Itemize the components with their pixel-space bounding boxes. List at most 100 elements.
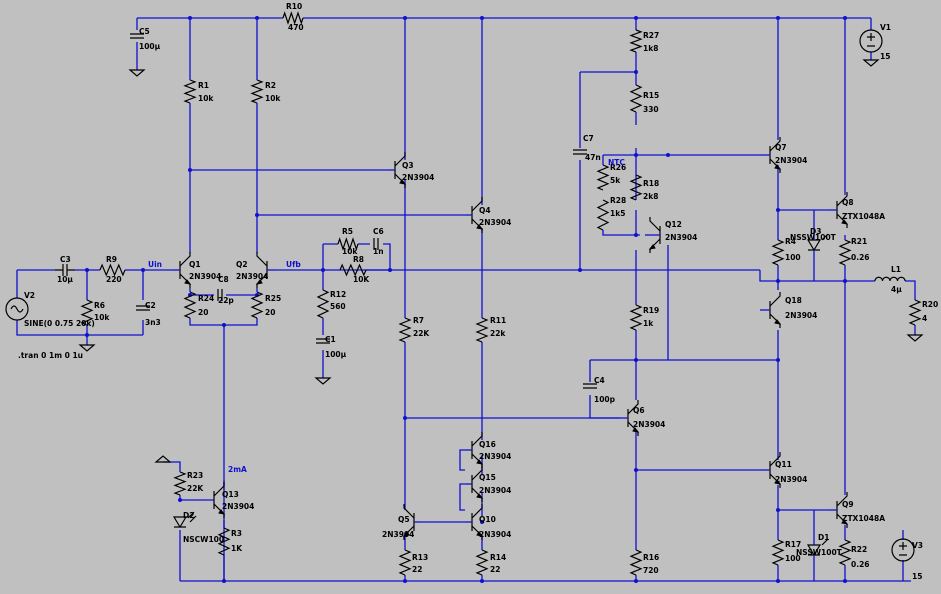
label-l1-value: 4µ	[891, 285, 902, 294]
transistor-q9	[830, 492, 849, 528]
label-r25-value: 20	[265, 308, 275, 317]
label-r25-name: R25	[265, 294, 281, 303]
label-r3-name: R3	[231, 529, 242, 538]
label-q4-name: Q4	[479, 206, 491, 215]
label-c2-name: C2	[145, 301, 156, 310]
label-v1-name: V1	[880, 23, 891, 32]
label-r8-value: 10K	[353, 275, 370, 284]
label-q18-name: Q18	[785, 296, 802, 305]
label-q10-value: 2N3904	[479, 530, 511, 539]
label-q15-name: Q15	[479, 473, 496, 482]
spice-directive: .tran 0 1m 0 1u	[18, 351, 83, 360]
label-c5-value: 100µ	[139, 42, 161, 51]
net-label-ufb: Ufb	[286, 260, 301, 269]
label-d2-value: NSCW100	[183, 535, 224, 544]
label-c3-name: C3	[60, 255, 71, 264]
label-q16-name: Q16	[479, 440, 496, 449]
label-r15-name: R15	[643, 91, 659, 100]
transistor-q12	[645, 217, 661, 253]
label-r18-value: 2k8	[643, 192, 658, 201]
label-r16-value: 720	[643, 566, 659, 575]
transistor-q5	[402, 504, 422, 540]
transistor-q7	[760, 137, 782, 173]
label-c3-value: 10µ	[57, 275, 73, 284]
label-q5-name: Q5	[398, 515, 410, 524]
label-q5-value: 2N3904	[382, 530, 414, 539]
label-q1-name: Q1	[189, 260, 201, 269]
transistor-q2	[255, 252, 275, 288]
label-r14-name: R14	[490, 553, 506, 562]
label-r28-name: R28	[610, 196, 626, 205]
label-r22-name: R22	[851, 545, 867, 554]
label-q7-value: 2N3904	[775, 156, 807, 165]
label-c2-value: 3n3	[145, 318, 161, 327]
label-q13-value: 2N3904	[222, 502, 254, 511]
label-c7-name: C7	[583, 134, 594, 143]
label-c5-name: C5	[139, 27, 150, 36]
label-r3-value: 1K	[231, 544, 243, 553]
label-r17-value: 100	[785, 554, 801, 563]
label-q12-name: Q12	[665, 220, 682, 229]
label-c4-name: C4	[594, 376, 605, 385]
label-q2-value: 2N3904	[236, 272, 268, 281]
label-d1-name: D1	[818, 533, 829, 542]
label-r17-name: R17	[785, 540, 801, 549]
label-r8-name: R8	[353, 255, 364, 264]
label-c8-name: C8	[218, 275, 229, 284]
label-r7-name: R7	[413, 316, 424, 325]
transistor-q16	[465, 432, 484, 468]
label-r11-name: R11	[490, 316, 506, 325]
label-c6-name: C6	[373, 227, 384, 236]
label-q10-name: Q10	[479, 515, 496, 524]
label-q12-value: 2N3904	[665, 233, 697, 242]
label-q3-name: Q3	[402, 161, 414, 170]
label-r9-name: R9	[106, 255, 117, 264]
transistor-q1	[171, 252, 192, 288]
label-r1-name: R1	[198, 81, 209, 90]
net-label-ntc: NTC	[608, 158, 625, 167]
label-c6-value: 1n	[373, 247, 384, 256]
label-v2-name: V2	[24, 291, 35, 300]
label-r5-name: R5	[342, 227, 353, 236]
label-r23-name: R23	[187, 471, 203, 480]
transistor-q15	[465, 466, 484, 502]
label-r6-value: 10k	[94, 313, 110, 322]
label-d1-value: NSSW100T	[796, 548, 843, 557]
transistor-q10	[465, 504, 484, 540]
label-r4-name: R4	[785, 237, 796, 246]
label-r24-name: R24	[198, 294, 214, 303]
label-q9-value: ZTX1048A	[842, 514, 885, 523]
label-r4-value: 100	[785, 253, 801, 262]
label-q4-value: 2N3904	[479, 218, 511, 227]
label-d2-name: D2	[183, 511, 194, 520]
label-c8-value: 22p	[218, 296, 234, 305]
label-r5-value: 10k	[342, 247, 358, 256]
label-r24-value: 20	[198, 308, 208, 317]
label-r2-name: R2	[265, 81, 276, 90]
label-r21-name: R21	[851, 237, 867, 246]
label-d3-name: D3	[810, 227, 821, 236]
label-r27-name: R27	[643, 31, 659, 40]
transistor-q13	[212, 482, 226, 518]
label-r22-value: 0.26	[851, 560, 870, 569]
label-q11-value: 2N3904	[775, 475, 807, 484]
label-r14-value: 22	[490, 565, 500, 574]
transistor-q3	[388, 152, 407, 188]
label-r7-value: 22K	[413, 329, 430, 338]
label-r18-name: R18	[643, 179, 659, 188]
label-d3-value: NSSW100T	[790, 233, 837, 242]
label-r9-value: 220	[106, 275, 122, 284]
label-v1-value: 15	[880, 52, 890, 61]
label-q8-name: Q8	[842, 198, 854, 207]
label-q13-name: Q13	[222, 490, 239, 499]
label-q2-name: Q2	[236, 260, 248, 269]
label-q3-value: 2N3904	[402, 173, 434, 182]
label-r19-name: R19	[643, 306, 659, 315]
label-r15-value: 330	[643, 105, 659, 114]
label-v2-value: SINE(0 0.75 20k)	[24, 319, 95, 328]
transistor-q4	[465, 197, 484, 233]
label-v3-name: V3	[912, 541, 923, 550]
label-r10-value: 470	[288, 23, 304, 32]
